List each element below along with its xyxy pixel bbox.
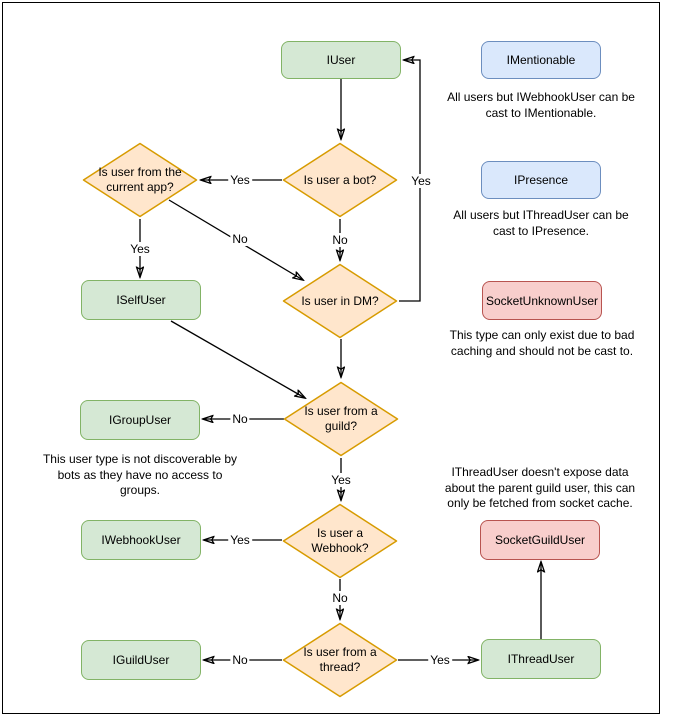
node-ipresence-label: IPresence [513, 173, 569, 187]
diamond-shape [283, 381, 399, 457]
edge-label-bot-yes: Yes [228, 173, 252, 187]
decision-from-guild-label: Is user from a guild? [304, 404, 378, 433]
edge-label-dm-yes: Yes [409, 174, 433, 188]
edge-label-guild-no: No [230, 412, 250, 426]
edge-label-webhook-yes: Yes [228, 533, 252, 547]
diamond-shape [282, 263, 398, 339]
note-igroupuser: This user type is not discoverable by bo… [42, 452, 238, 497]
decision-is-bot-label: Is user a bot? [303, 172, 377, 187]
diamond-shape [82, 142, 198, 218]
edge-label-thread-no: No [230, 653, 250, 667]
decision-is-webhook: Is user a Webhook? [282, 503, 398, 579]
decision-from-thread: Is user from a thread? [282, 622, 398, 698]
decision-from-current-app-label: Is user from the current app? [98, 165, 182, 194]
node-imentionable-label: IMentionable [506, 53, 576, 67]
node-iguilduser-label: IGuildUser [112, 653, 170, 667]
edge-label-app-no: No [230, 232, 250, 246]
decision-from-guild: Is user from a guild? [283, 381, 399, 457]
decision-from-thread-label: Is user from a thread? [303, 645, 377, 674]
node-iuser-label: IUser [326, 53, 356, 67]
note-imentionable: All users but IWebhookUser can be cast t… [447, 90, 635, 120]
edge-label-guild-yes: Yes [329, 473, 353, 487]
edge-label-webhook-no: No [330, 591, 350, 605]
node-imentionable: IMentionable [481, 41, 601, 79]
note-ipresence: All users but IThreadUser can be cast to… [453, 208, 629, 238]
node-ithreaduser: IThreadUser [481, 639, 601, 679]
node-igroupuser: IGroupUser [80, 400, 200, 440]
diamond-shape [282, 622, 398, 698]
decision-in-dm-label: Is user in DM? [301, 293, 379, 308]
node-iwebhookuser: IWebhookUser [81, 520, 201, 560]
diamond-shape [282, 142, 398, 218]
diagram-border [2, 2, 660, 714]
node-iselfuser: ISelfUser [81, 280, 201, 320]
node-ipresence: IPresence [481, 161, 601, 199]
edge-label-thread-yes: Yes [428, 653, 452, 667]
edge-label-app-yes: Yes [128, 242, 152, 256]
decision-from-current-app: Is user from the current app? [82, 142, 198, 218]
node-socketguilduser: SocketGuildUser [480, 520, 600, 560]
decision-in-dm: Is user in DM? [282, 263, 398, 339]
diamond-shape [282, 503, 398, 579]
node-igroupuser-label: IGroupUser [108, 413, 172, 427]
node-socketguilduser-label: SocketGuildUser [494, 533, 586, 547]
decision-is-webhook-label: Is user a Webhook? [311, 526, 369, 555]
decision-is-bot: Is user a bot? [282, 142, 398, 218]
node-iwebhookuser-label: IWebhookUser [101, 533, 181, 547]
note-socketunknownuser: This type can only exist due to bad cach… [449, 328, 635, 358]
node-ithreaduser-label: IThreadUser [507, 652, 575, 666]
node-socketunknownuser: SocketUnknownUser [482, 281, 602, 320]
node-iguilduser: IGuildUser [81, 640, 201, 680]
node-iselfuser-label: ISelfUser [116, 293, 166, 307]
edge-label-bot-no: No [330, 233, 350, 247]
node-socketunknownuser-label: SocketUnknownUser [485, 293, 599, 308]
node-iuser: IUser [281, 41, 401, 79]
note-ithreaduser: IThreadUser doesn't expose data about th… [444, 465, 636, 510]
